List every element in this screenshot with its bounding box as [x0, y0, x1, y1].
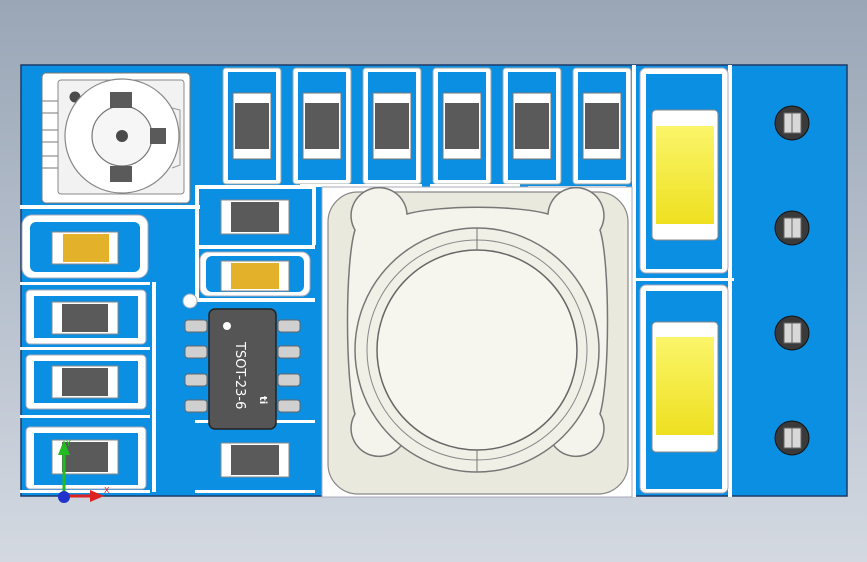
trimmer-potentiometer: [41, 72, 191, 204]
top-smd-row: [222, 67, 632, 185]
middle-column-components: [199, 192, 311, 488]
triad-x-label: X: [104, 486, 110, 495]
ic-tsot23-6: TSOT-23-6 ti: [184, 308, 301, 430]
ic-logo: ti: [257, 396, 268, 404]
power-inductor: [321, 186, 633, 498]
connector-pins: [774, 105, 810, 456]
left-column-components: [21, 214, 149, 490]
ic-part-label: TSOT-23-6: [232, 341, 247, 409]
copper-traces: [20, 65, 734, 497]
large-capacitors: [639, 67, 729, 494]
triad-y-label: Y: [65, 439, 71, 448]
coordinate-triad: X Y: [58, 439, 110, 503]
